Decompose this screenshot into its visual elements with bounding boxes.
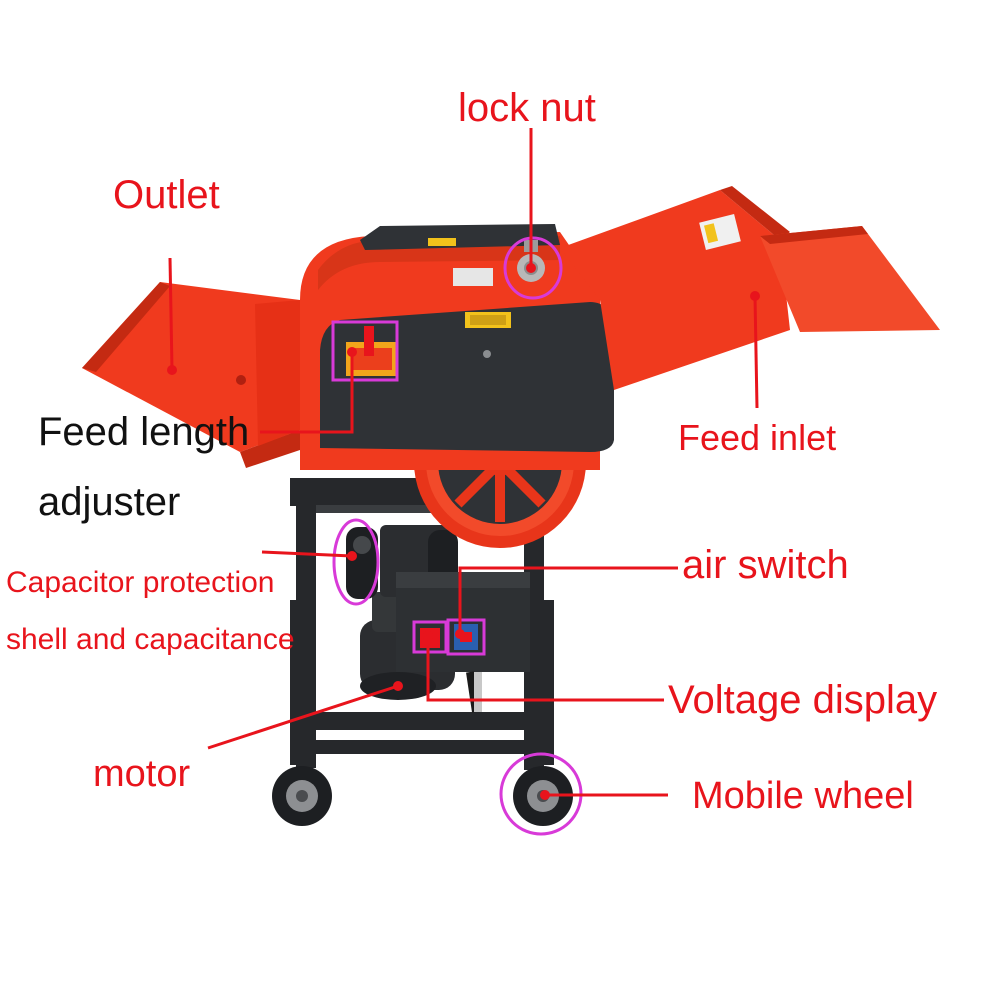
pointer-voltage-display <box>426 636 664 702</box>
label-feed-inlet: Feed inlet <box>678 417 837 458</box>
pointer-feed-length <box>260 352 354 434</box>
gear-housing <box>320 302 614 452</box>
label-motor: motor <box>93 753 191 795</box>
label-capacitor-line2: shell and capacitance <box>6 623 295 656</box>
label-capacitor-line1: Capacitor protection <box>6 566 275 599</box>
pointer-capacitor <box>261 550 353 558</box>
highlight-lock-nut <box>503 236 563 300</box>
pointer-outlet <box>168 257 174 371</box>
pointer-lines <box>168 128 759 797</box>
label-mobile-wheel: Mobile wheel <box>692 775 914 817</box>
highlight-capacitor <box>332 518 380 606</box>
highlight-voltage-display <box>412 620 448 654</box>
label-voltage-display: Voltage display <box>668 678 938 722</box>
label-feed-length-line1: Feed length <box>38 410 250 454</box>
stand-frame <box>290 478 554 770</box>
label-outlet: Outlet <box>113 173 220 217</box>
outlet-chute <box>82 282 300 468</box>
label-lock-nut: lock nut <box>458 86 596 130</box>
highlight-feed-length-adjuster <box>331 320 399 382</box>
highlight-air-switch <box>446 618 486 656</box>
pointer-motor <box>207 684 399 750</box>
label-feed-length-line2: adjuster <box>38 480 181 524</box>
wheel-left <box>272 766 332 826</box>
pointer-dots <box>167 263 760 800</box>
feed-inlet-tray <box>560 186 940 390</box>
pointer-feed-inlet <box>753 295 759 409</box>
pointer-air-switch <box>458 566 678 634</box>
label-air-switch: air switch <box>682 543 849 587</box>
